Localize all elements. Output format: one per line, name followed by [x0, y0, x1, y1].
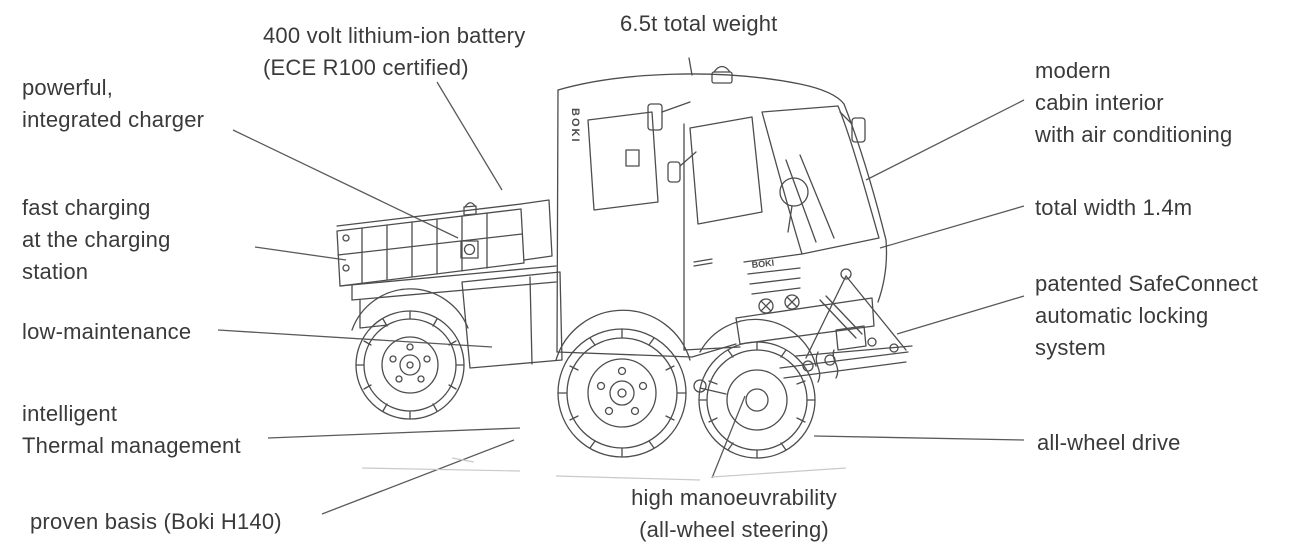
rear-wheel: [355, 310, 465, 420]
leader-line-width: [879, 205, 1025, 249]
front-right-wheel: [698, 341, 816, 459]
brand-text-front: BOKI: [751, 258, 774, 270]
label-battery: 400 volt lithium-ion battery (ECE R100 c…: [263, 23, 526, 80]
label-safeconnect: patented SafeConnect automatic locking s…: [1035, 271, 1258, 360]
label-charger: powerful, integrated charger: [22, 75, 205, 132]
leader-line-thermal: [267, 427, 521, 439]
brand-text-cab-side: BOKI: [569, 108, 581, 144]
label-basis: proven basis (Boki H140): [30, 509, 282, 534]
leader-lines: [217, 81, 1025, 515]
leader-line-fast-charging: [254, 246, 347, 261]
leader-line-charger: [232, 129, 459, 239]
tipper-bed: [336, 199, 563, 369]
front-linkage: [693, 268, 913, 395]
label-low-maintenance: low-maintenance: [22, 319, 192, 344]
label-thermal: intelligent Thermal management: [22, 401, 241, 458]
leader-line-safeconnect: [896, 295, 1025, 335]
label-cabin: modern cabin interior with air condition…: [1035, 58, 1233, 147]
label-manoeuvrability: high manoeuvrability (all-wheel steering…: [631, 485, 837, 542]
front-left-wheel: [557, 328, 687, 458]
label-fast-charging: fast charging at the charging station: [22, 195, 171, 284]
label-total-weight: 6.5t total weight: [620, 11, 778, 36]
ground-shading: [361, 457, 847, 481]
leader-line-manoeuvrability: [711, 395, 746, 479]
leader-line-cabin: [865, 99, 1025, 181]
leader-line-battery: [436, 81, 503, 191]
cab: [555, 57, 888, 367]
leader-line-awd: [813, 435, 1025, 441]
label-awd: all-wheel drive: [1037, 430, 1181, 455]
label-width: total width 1.4m: [1035, 195, 1193, 220]
leader-line-low-maintenance: [217, 329, 493, 348]
leader-line-basis: [321, 439, 515, 515]
